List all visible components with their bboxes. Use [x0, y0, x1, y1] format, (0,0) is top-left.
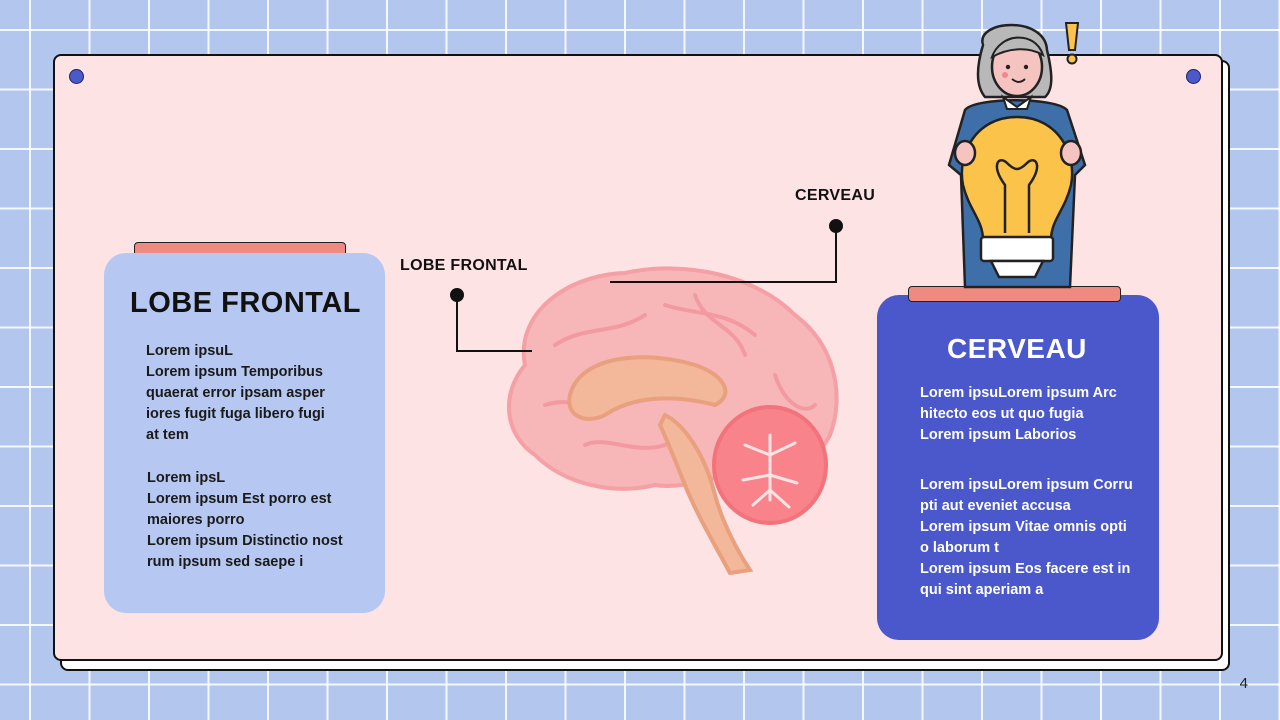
text-line: Lorem ipsuLorem ipsum Corru [920, 477, 1133, 493]
right-paragraph-1: Lorem ipsuLorem ipsum Arc hitecto eos ut… [920, 383, 1145, 446]
text-line: Lorem ipsuLorem ipsum Arc [920, 385, 1117, 401]
text-line: hitecto eos ut quo fugia [920, 406, 1084, 422]
callout-cerveau: CERVEAU [795, 187, 876, 204]
text-line: Lorem ipsum Laborios [920, 427, 1077, 443]
text-line: o laborum t [920, 540, 999, 556]
text-line: at tem [146, 427, 189, 443]
right-panel-title: CERVEAU [947, 333, 1087, 364]
left-paragraph-1: Lorem ipsuL Lorem ipsum Temporibus quaer… [146, 341, 356, 446]
exclamation-icon [1064, 22, 1080, 65]
brain-illustration [507, 266, 839, 575]
person-with-lightbulb-illustration [947, 23, 1087, 289]
text-line: quaerat error ipsam asper [146, 385, 325, 401]
text-line: Lorem ipsum Vitae omnis opti [920, 519, 1127, 535]
left-panel-title: LOBE FRONTAL [130, 287, 361, 319]
text-line: qui sint aperiam a [920, 582, 1044, 598]
text-line: Lorem ipsum Distinctio nost [147, 533, 343, 549]
callout-lines [450, 219, 843, 352]
text-line: iores fugit fuga libero fugi [146, 406, 325, 422]
text-line: Lorem ipsum Est porro est [147, 491, 332, 507]
text-line: pti aut eveniet accusa [920, 498, 1071, 514]
text-line: rum ipsum sed saepe i [147, 554, 304, 570]
page-number: 4 [1239, 675, 1248, 692]
left-info-panel [104, 253, 385, 613]
text-line: Lorem ipsum Eos facere est in [920, 561, 1131, 577]
text-line: Lorem ipsuL [146, 343, 234, 359]
text-line: maiores porro [147, 512, 245, 528]
text-line: Lorem ipsum Temporibus [146, 364, 323, 380]
text-line: Lorem ipsL [147, 470, 226, 486]
callout-lobe-frontal: LOBE FRONTAL [400, 257, 528, 274]
pin-icon [69, 69, 84, 84]
pin-icon [1186, 69, 1201, 84]
right-info-panel [877, 295, 1159, 640]
right-paragraph-2: Lorem ipsuLorem ipsum Corru pti aut even… [920, 475, 1145, 601]
left-paragraph-2: Lorem ipsL Lorem ipsum Est porro est mai… [147, 468, 357, 573]
